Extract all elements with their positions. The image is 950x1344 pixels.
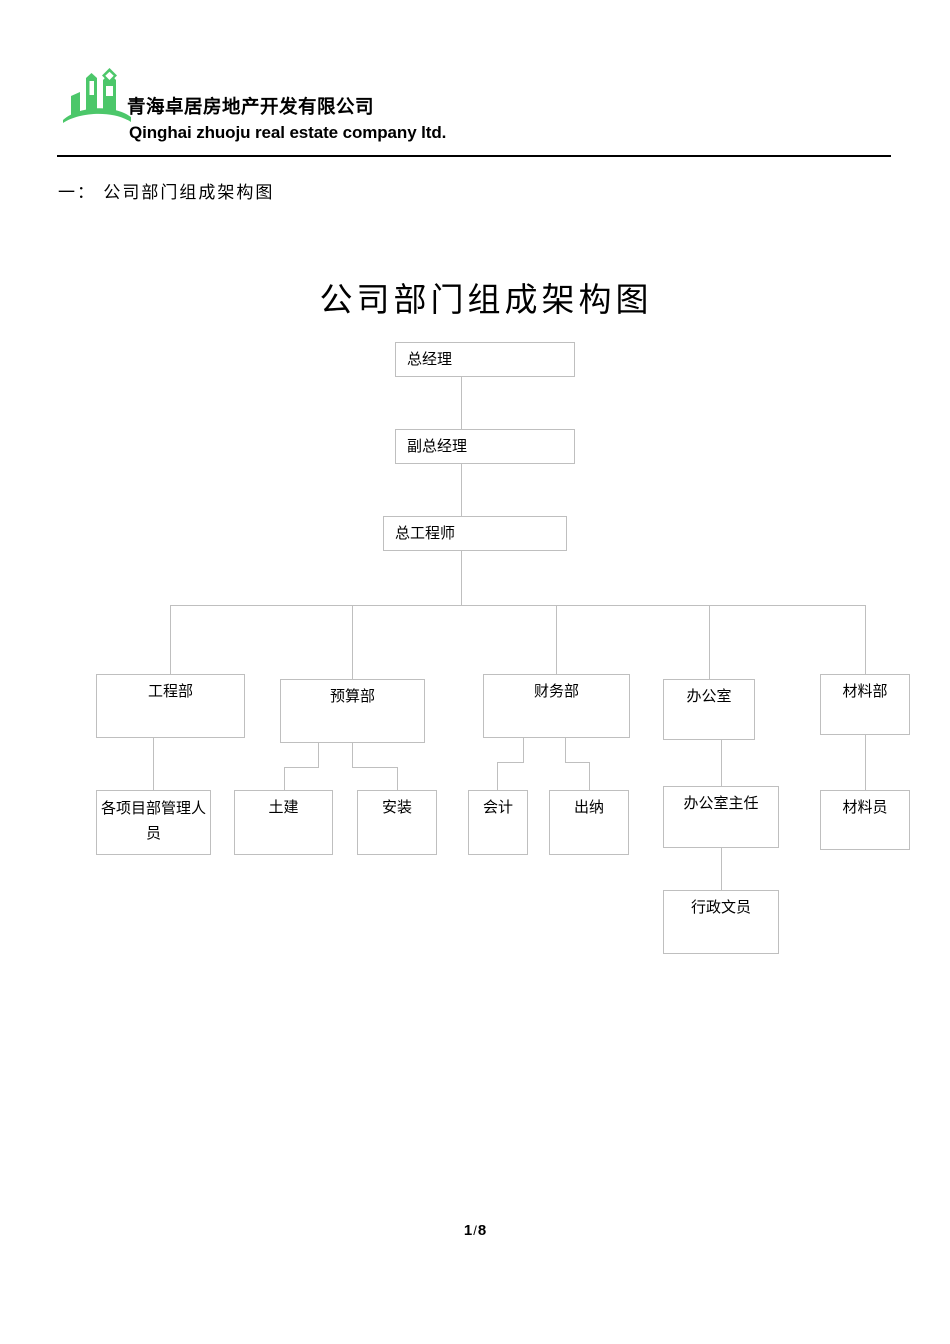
node-label: 行政文员 <box>690 898 751 916</box>
connector-finance-elbow-left <box>497 762 524 763</box>
connector-finance-stem-right <box>565 738 566 762</box>
node-budget-department[interactable]: 预算部 <box>280 679 425 743</box>
node-label: 安装 <box>381 798 412 816</box>
green-building-logo-icon <box>61 62 135 124</box>
connector-office-director-to-clerk <box>721 848 722 890</box>
connector-budget-stem-left <box>318 743 319 767</box>
company-names: 青海卓居房地产开发有限公司 Qinghai zhuoju real estate… <box>127 96 887 145</box>
connector-budget-stem-right <box>352 743 353 767</box>
footer-separator: / <box>473 1223 477 1238</box>
node-label: 总经理 <box>407 350 453 368</box>
node-label: 土建 <box>268 798 299 816</box>
footer-page-current: 1 <box>463 1222 473 1239</box>
node-label: 材料员 <box>842 798 888 816</box>
company-name-en: Qinghai zhuoju real estate company ltd. <box>129 123 447 142</box>
node-engineering-department[interactable]: 工程部 <box>96 674 245 738</box>
node-cashier[interactable]: 出纳 <box>549 790 629 855</box>
node-chief-engineer[interactable]: 总工程师 <box>383 516 567 551</box>
node-civil-engineering[interactable]: 土建 <box>234 790 333 855</box>
connector-bus-to-office <box>709 605 710 679</box>
connector-budget-to-install <box>397 767 398 790</box>
connector-budget-elbow-left <box>284 767 319 768</box>
connector-material-to-material-clerk <box>865 735 866 790</box>
connector-finance-stem-left <box>523 738 524 762</box>
node-label: 预算部 <box>329 687 375 705</box>
node-label: 会计 <box>482 798 513 816</box>
node-label: 工程部 <box>147 682 193 700</box>
node-office-director[interactable]: 办公室主任 <box>663 786 779 848</box>
connector-ce-stem <box>461 551 462 605</box>
connector-dgm-to-ce <box>461 464 462 516</box>
connector-budget-elbow-right <box>352 767 398 768</box>
connector-bus-to-finance <box>556 605 557 674</box>
node-label: 财务部 <box>533 682 579 700</box>
node-project-management-staff[interactable]: 各项目部管理人员 <box>96 790 211 855</box>
node-finance-department[interactable]: 财务部 <box>483 674 630 738</box>
node-material-clerk[interactable]: 材料员 <box>820 790 910 850</box>
node-accountant[interactable]: 会计 <box>468 790 528 855</box>
header-divider <box>57 155 891 157</box>
section-heading: 一： 公司部门组成架构图 <box>58 183 275 203</box>
org-chart: 总经理 副总经理 总工程师 工程部 预算部 财务部 办公室 <box>96 342 910 954</box>
node-label: 材料部 <box>842 682 888 700</box>
connector-finance-to-accountant <box>497 762 498 790</box>
connector-office-to-office-director <box>721 740 722 786</box>
connector-department-bus <box>170 605 866 606</box>
node-label: 各项目部管理人员 <box>100 799 206 842</box>
node-deputy-general-manager[interactable]: 副总经理 <box>395 429 575 464</box>
connector-budget-to-civil <box>284 767 285 790</box>
chart-title: 公司部门组成架构图 <box>319 280 653 319</box>
node-label: 办公室 <box>686 687 732 705</box>
connector-bus-to-material <box>865 605 866 674</box>
node-label: 办公室主任 <box>683 794 759 812</box>
company-name-cn: 青海卓居房地产开发有限公司 <box>127 97 375 118</box>
connector-bus-to-budget <box>352 605 353 679</box>
connector-finance-elbow-right <box>565 762 589 763</box>
page-footer: 1/8 <box>0 1222 950 1239</box>
connector-finance-to-cashier <box>589 762 590 790</box>
letterhead: 青海卓居房地产开发有限公司 Qinghai zhuoju real estate… <box>57 60 892 160</box>
footer-page-total: 8 <box>477 1222 487 1239</box>
node-material-department[interactable]: 材料部 <box>820 674 910 735</box>
node-office[interactable]: 办公室 <box>663 679 755 740</box>
connector-gm-to-dgm <box>461 377 462 429</box>
node-label: 出纳 <box>573 798 604 816</box>
node-installation[interactable]: 安装 <box>357 790 437 855</box>
node-label: 总工程师 <box>395 524 456 542</box>
connector-bus-to-engineering <box>170 605 171 674</box>
node-general-manager[interactable]: 总经理 <box>395 342 575 377</box>
connector-engineering-to-pm <box>153 738 154 790</box>
node-administrative-clerk[interactable]: 行政文员 <box>663 890 779 954</box>
node-label: 副总经理 <box>407 437 468 455</box>
